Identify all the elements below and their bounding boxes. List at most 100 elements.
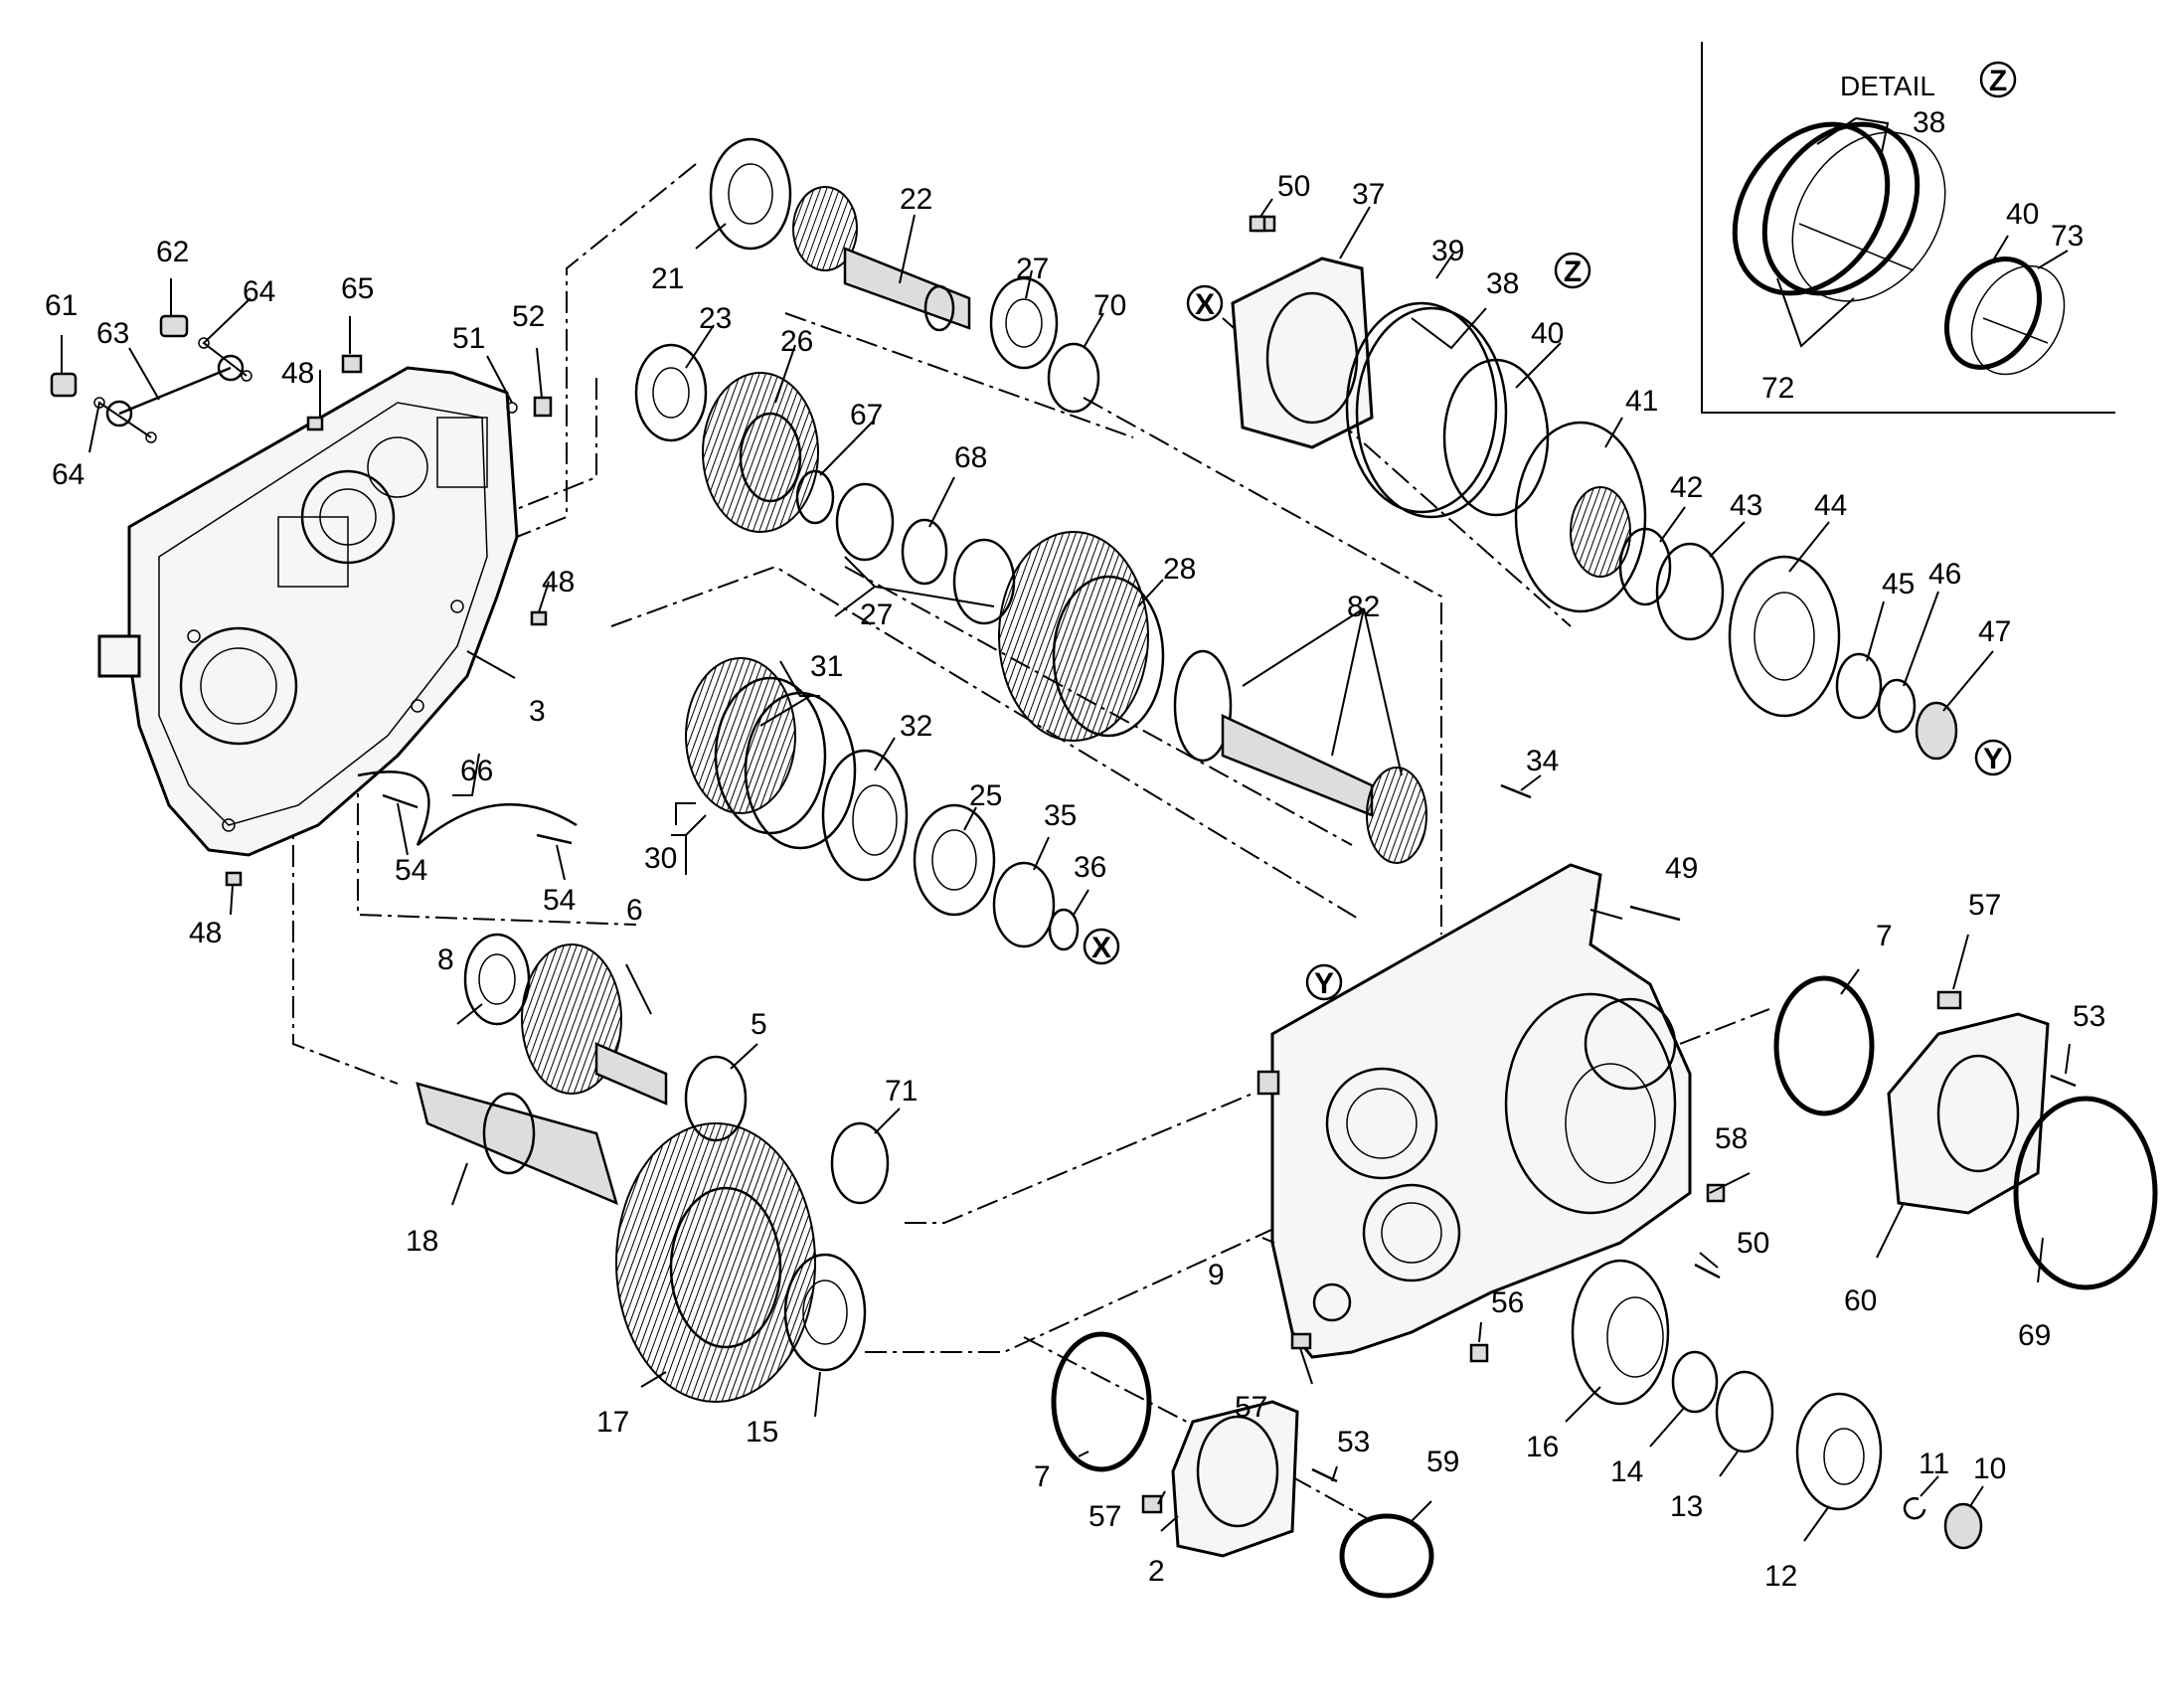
callout-48-upper: 48 — [281, 357, 314, 390]
part-21-bearing — [709, 137, 792, 251]
callout-50-lower: 50 — [1737, 1227, 1769, 1260]
part-25-bearing — [913, 803, 996, 917]
callout-47: 47 — [1978, 615, 2011, 648]
part-63-rod — [118, 366, 232, 416]
part-49-bolt — [1629, 905, 1681, 922]
part-71-snap-ring — [830, 1121, 890, 1205]
callout-36: 36 — [1074, 851, 1106, 884]
callout-71: 71 — [885, 1075, 918, 1108]
part-38-detail-rings — [1732, 121, 1946, 302]
callout-64-lower: 64 — [52, 458, 84, 491]
svg-text:X: X — [1195, 288, 1215, 321]
callout-12: 12 — [1764, 1560, 1797, 1593]
part-34-pin — [1500, 783, 1532, 799]
parts-61-65-link — [50, 314, 363, 443]
callout-53-right: 53 — [2073, 1000, 2105, 1033]
part-50-bolt-lower — [1694, 1263, 1721, 1280]
part-82-output-shaft — [1173, 649, 1427, 864]
marker-x-upper: X — [1186, 284, 1224, 322]
callout-43: 43 — [1730, 489, 1762, 522]
callout-57-left: 57 — [1088, 1500, 1121, 1533]
detail-z-frame — [1701, 42, 2115, 414]
svg-text:Z: Z — [1564, 256, 1582, 288]
callout-14: 14 — [1610, 1455, 1643, 1488]
callout-66: 66 — [460, 755, 493, 787]
callout-58: 58 — [1715, 1122, 1748, 1155]
callout-57-right: 57 — [1968, 889, 2001, 922]
callout-22: 22 — [900, 183, 932, 216]
part-31-clutch-plates — [685, 657, 857, 850]
callout-38-detail: 38 — [1913, 106, 1945, 139]
part-67-snap-ring — [795, 469, 835, 525]
part-69-o-ring-large — [2013, 1096, 2158, 1290]
part-42-43-rings — [1618, 527, 1725, 641]
callout-8: 8 — [437, 943, 454, 976]
callout-37: 37 — [1352, 178, 1385, 211]
part-60-cover-right — [1887, 1012, 2050, 1215]
callout-51: 51 — [452, 322, 485, 355]
callout-13: 13 — [1670, 1490, 1703, 1523]
part-23-bearing — [634, 343, 708, 442]
marker-y-housing: Y — [1305, 963, 1343, 1001]
callout-18: 18 — [406, 1225, 438, 1258]
callout-62: 62 — [156, 236, 189, 268]
callout-41: 41 — [1625, 385, 1658, 418]
part-57-plug-right — [1936, 990, 1962, 1010]
svg-text:X: X — [1091, 932, 1111, 964]
marker-y-right: Y — [1974, 739, 2012, 776]
part-27-bearing-upper — [989, 276, 1059, 370]
part-70-snap-ring — [1047, 342, 1100, 414]
callout-30: 30 — [644, 842, 677, 875]
part-45-46-47-bearing-washers — [1835, 652, 1958, 761]
part-51-52-bolts — [506, 396, 553, 418]
part-54-bolts — [382, 793, 573, 845]
callout-60: 60 — [1844, 1284, 1877, 1317]
part-38-40-seal-rings — [1345, 301, 1550, 519]
callout-72: 72 — [1761, 372, 1794, 405]
callout-57-mid: 57 — [1235, 1391, 1267, 1424]
callout-69: 69 — [2018, 1319, 2051, 1352]
callout-46: 46 — [1928, 558, 1961, 591]
callout-67: 67 — [850, 399, 883, 431]
callout-56: 56 — [1491, 1286, 1524, 1319]
callout-61: 61 — [45, 289, 78, 322]
detail-z-marker: Z — [1979, 61, 2017, 98]
part-41-piston-housing — [1514, 421, 1647, 613]
part-18-shaft — [416, 1082, 618, 1206]
part-16-retainer — [1571, 1259, 1670, 1406]
detail-title: DETAIL — [1840, 71, 1935, 101]
callout-6: 6 — [626, 894, 643, 927]
callout-35: 35 — [1044, 799, 1077, 832]
part-62-plug — [159, 314, 189, 338]
part-22-input-shaft — [792, 186, 971, 332]
part-37-retainer — [1231, 215, 1374, 449]
callout-49: 49 — [1665, 852, 1698, 885]
part-53-bolt-right — [2050, 1074, 2077, 1088]
part-28-gear-hub — [998, 531, 1165, 742]
part-7-o-ring-left — [1051, 1331, 1152, 1472]
callout-63: 63 — [96, 317, 129, 350]
callout-45: 45 — [1882, 568, 1915, 600]
leader-lines — [61, 198, 2071, 1542]
part-12-flange — [1795, 1392, 1883, 1511]
callout-65: 65 — [341, 272, 374, 305]
callout-34: 34 — [1526, 745, 1559, 777]
part-15-bearing — [783, 1253, 867, 1372]
callout-27-upper: 27 — [1016, 253, 1049, 285]
leader-72 — [1776, 277, 1855, 348]
part-48-plugs — [225, 416, 548, 887]
part-40-73-detail-rings — [1943, 256, 2066, 376]
callout-38: 38 — [1486, 267, 1519, 300]
leader-40-detail — [1992, 235, 2009, 261]
part-35-snap-ring — [992, 861, 1056, 948]
callout-21: 21 — [651, 262, 684, 295]
callout-28: 28 — [1163, 553, 1196, 586]
leader-73 — [2037, 250, 2069, 269]
callout-31: 31 — [810, 650, 843, 683]
part-59-o-ring — [1339, 1513, 1434, 1599]
callout-53-left: 53 — [1337, 1426, 1370, 1458]
callout-32: 32 — [900, 710, 932, 743]
svg-text:Y: Y — [1314, 967, 1334, 1000]
part-26-gear — [702, 372, 819, 533]
